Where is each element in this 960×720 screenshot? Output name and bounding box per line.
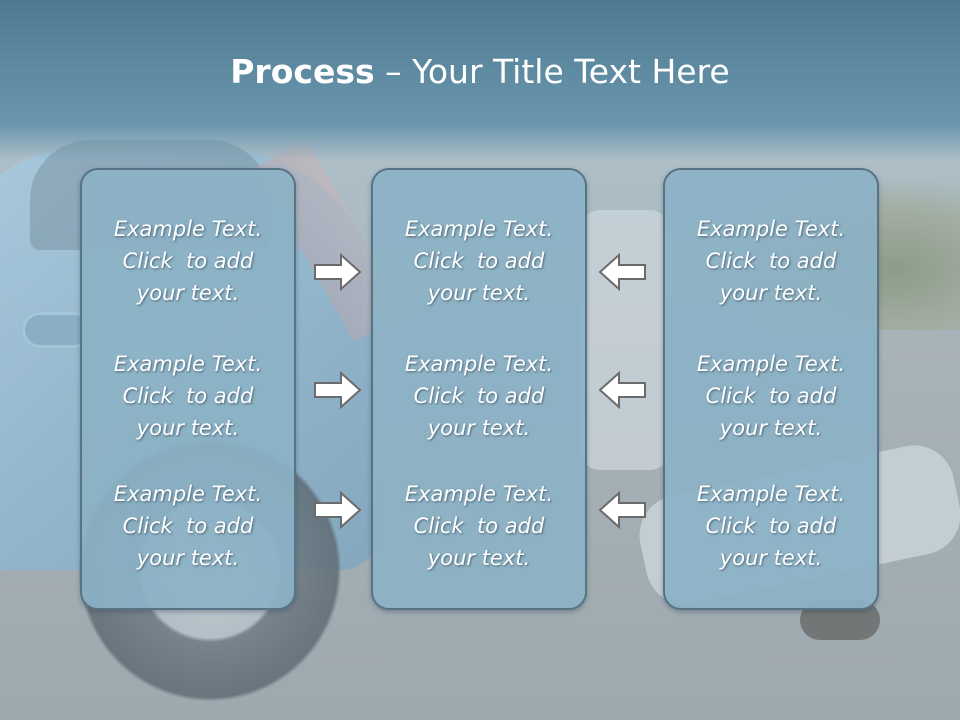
text-placeholder[interactable]: Example Text. Click to add your text. [82, 348, 294, 444]
text-line: your text. [719, 416, 823, 440]
left-arrow-icon [597, 370, 647, 410]
text-line: your text. [136, 546, 240, 570]
text-placeholder[interactable]: Example Text. Click to add your text. [665, 348, 877, 444]
text-line: Click to add [413, 249, 545, 273]
text-line: Example Text. [404, 482, 554, 506]
text-box-left[interactable]: Example Text. Click to add your text. Ex… [80, 168, 296, 610]
text-line: your text. [136, 281, 240, 305]
title-band [0, 0, 960, 160]
text-line: Click to add [413, 384, 545, 408]
person-shirt [580, 210, 670, 470]
text-line: Click to add [705, 514, 837, 538]
text-line: Click to add [413, 514, 545, 538]
title-rest: – Your Title Text Here [374, 52, 730, 91]
text-placeholder[interactable]: Example Text. Click to add your text. [373, 213, 585, 309]
right-arrow-icon [313, 252, 363, 292]
text-line: Click to add [122, 514, 254, 538]
text-placeholder[interactable]: Example Text. Click to add your text. [665, 478, 877, 574]
text-line: Click to add [122, 384, 254, 408]
text-placeholder[interactable]: Example Text. Click to add your text. [665, 213, 877, 309]
text-line: your text. [719, 546, 823, 570]
slide-title[interactable]: Process – Your Title Text Here [0, 52, 960, 91]
text-line: Example Text. [113, 217, 263, 241]
text-line: Example Text. [404, 217, 554, 241]
text-line: Example Text. [404, 352, 554, 376]
title-bold: Process [230, 52, 375, 91]
text-placeholder[interactable]: Example Text. Click to add your text. [373, 348, 585, 444]
text-line: Click to add [705, 249, 837, 273]
text-line: your text. [427, 281, 531, 305]
text-line: your text. [136, 416, 240, 440]
text-line: Example Text. [696, 352, 846, 376]
text-box-right[interactable]: Example Text. Click to add your text. Ex… [663, 168, 879, 610]
text-line: Example Text. [113, 482, 263, 506]
text-placeholder[interactable]: Example Text. Click to add your text. [82, 213, 294, 309]
right-arrow-icon [313, 370, 363, 410]
left-arrow-icon [597, 252, 647, 292]
text-placeholder[interactable]: Example Text. Click to add your text. [82, 478, 294, 574]
text-line: Click to add [705, 384, 837, 408]
text-placeholder[interactable]: Example Text. Click to add your text. [373, 478, 585, 574]
left-arrow-icon [597, 490, 647, 530]
text-line: Example Text. [113, 352, 263, 376]
text-line: Example Text. [696, 217, 846, 241]
right-arrow-icon [313, 490, 363, 530]
text-line: Click to add [122, 249, 254, 273]
text-line: your text. [427, 546, 531, 570]
text-box-center[interactable]: Example Text. Click to add your text. Ex… [371, 168, 587, 610]
text-line: your text. [719, 281, 823, 305]
text-line: Example Text. [696, 482, 846, 506]
text-line: your text. [427, 416, 531, 440]
